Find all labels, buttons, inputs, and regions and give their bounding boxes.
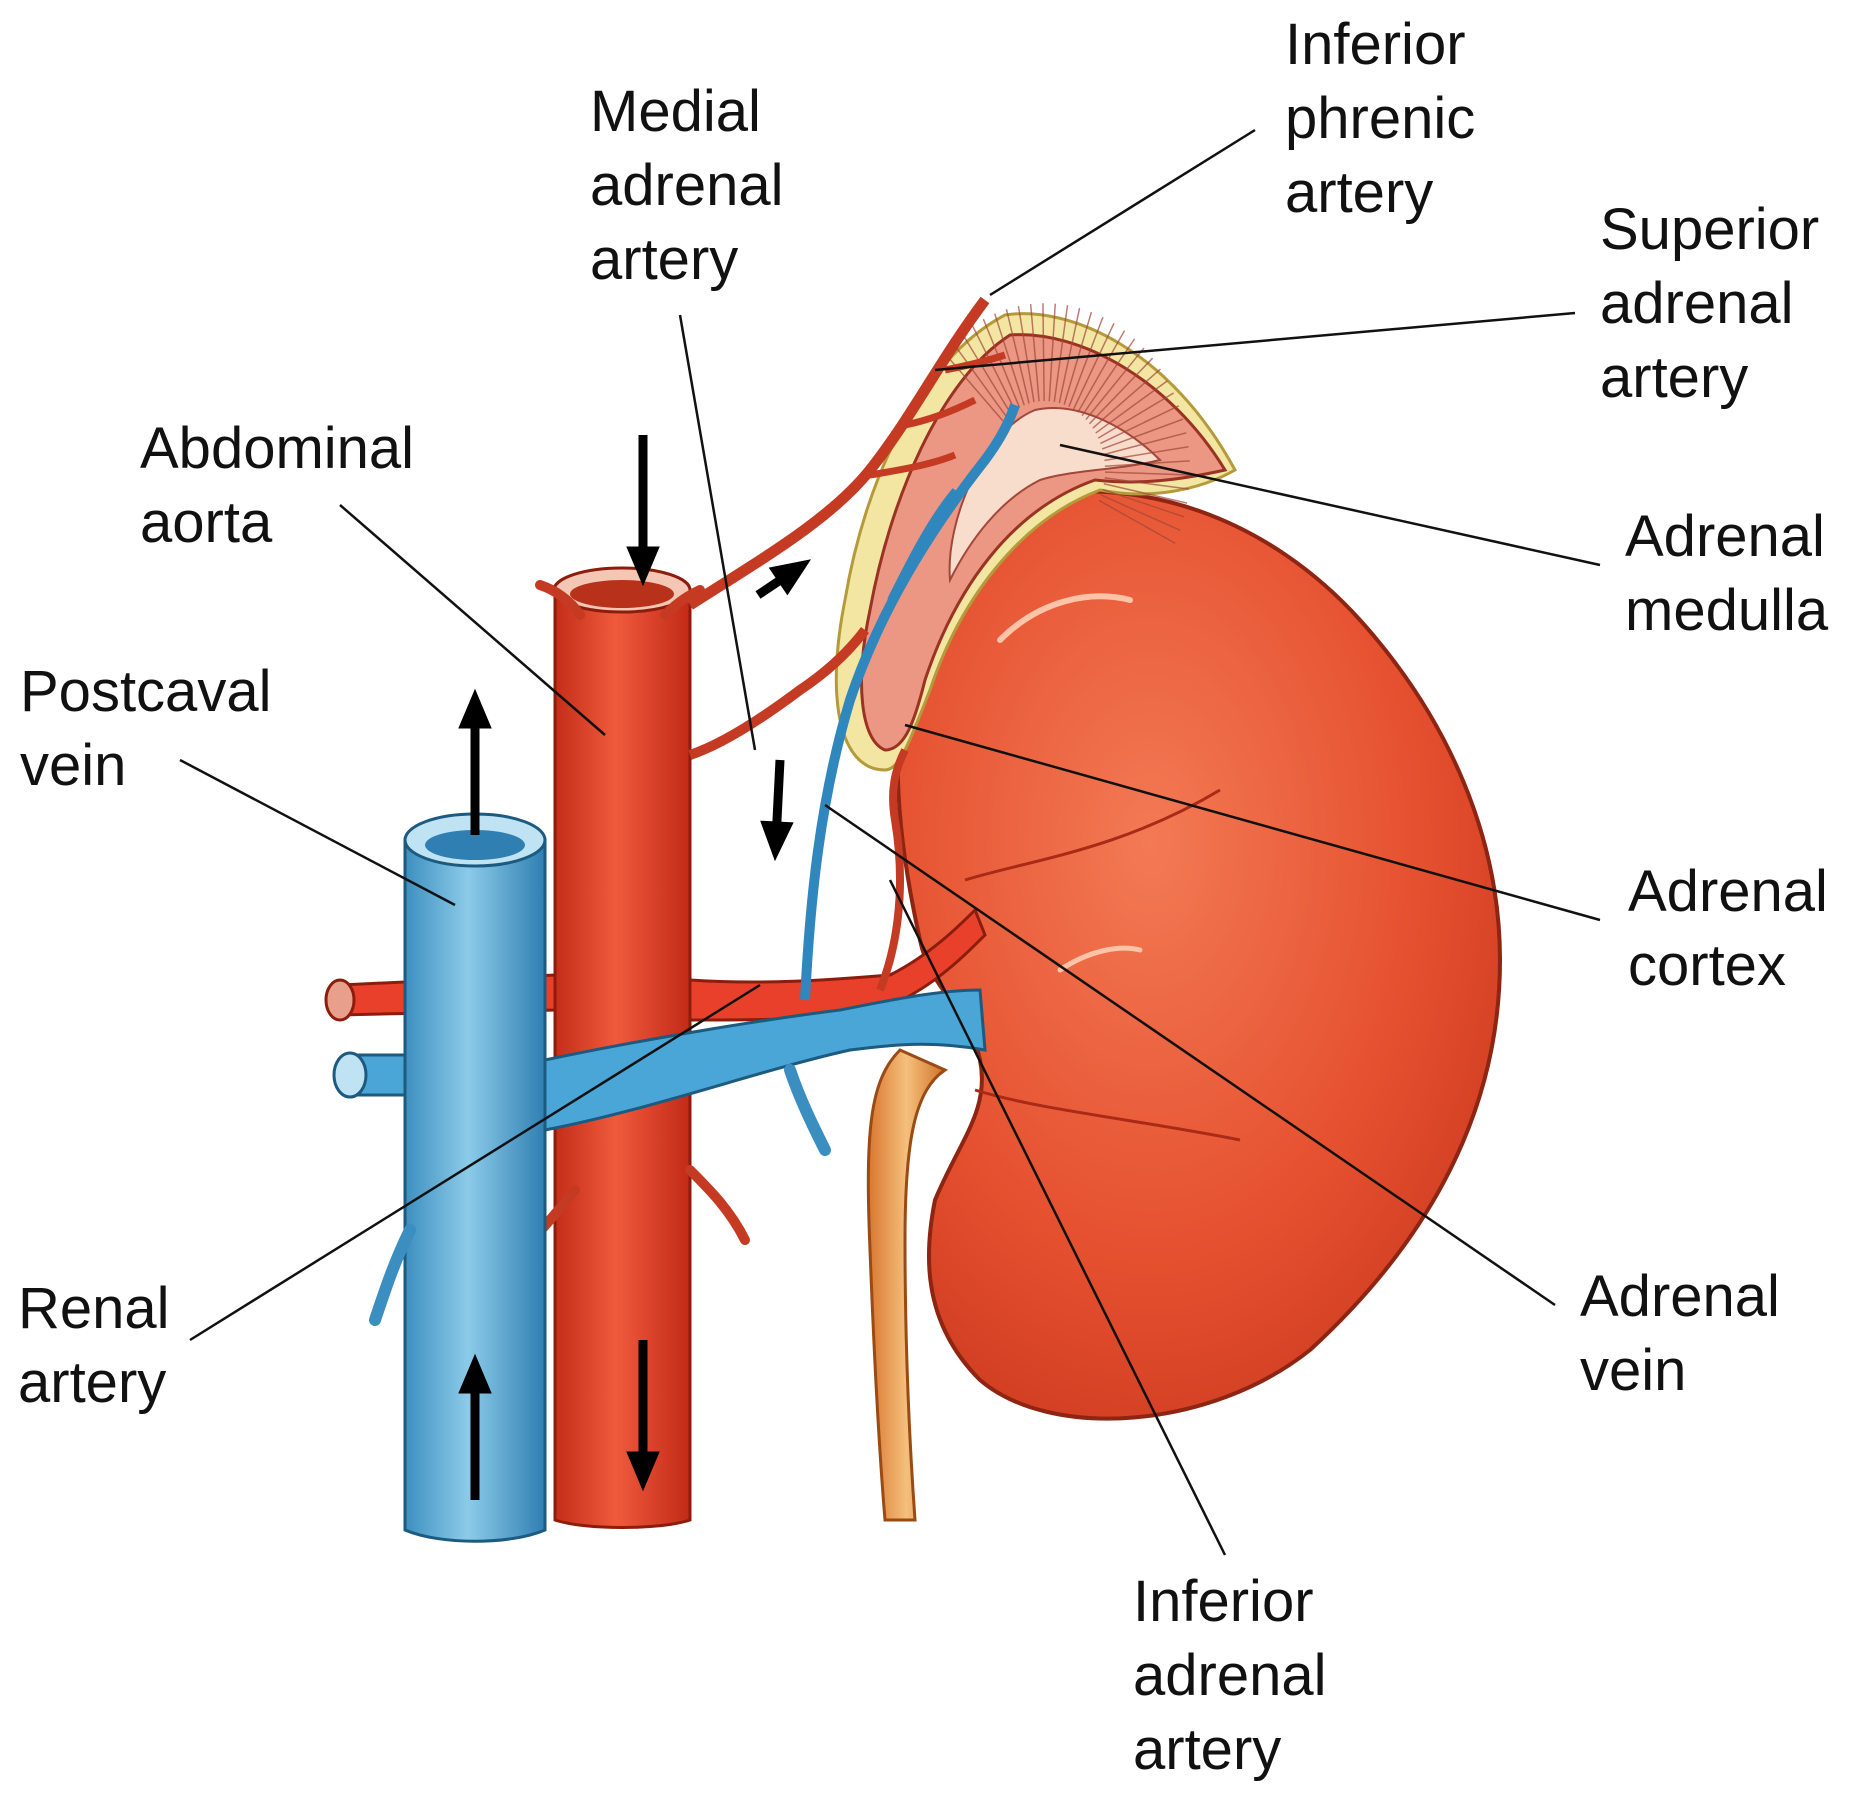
label-medial-adrenal-artery: Medial adrenal artery [590, 75, 783, 297]
label-postcaval-vein: Postcaval vein [20, 655, 271, 803]
aorta-twig [690, 1170, 745, 1240]
arrow-to-inferior-phrenic-shaft [758, 581, 778, 595]
arrow-down-adrenal-vein-shaft [777, 760, 780, 822]
label-adrenal-vein: Adrenal vein [1580, 1260, 1780, 1408]
left-renal-vein-opening [334, 1053, 366, 1097]
label-adrenal-cortex: Adrenal cortex [1628, 855, 1828, 1003]
arrow-down-adrenal-vein-head [761, 821, 793, 860]
label-inferior-phrenic-artery: Inferior phrenic artery [1285, 8, 1475, 230]
aorta-lumen [570, 580, 674, 608]
vein-twig [790, 1070, 825, 1150]
label-adrenal-medulla: Adrenal medulla [1625, 500, 1828, 648]
arrow-to-inferior-phrenic [758, 560, 810, 595]
leader-inferior-phrenic-artery [990, 130, 1255, 295]
arrow-up-postcaval-top-head [459, 690, 491, 728]
arrow-to-inferior-phrenic-head [770, 560, 810, 594]
label-abdominal-aorta: Abdominal aorta [140, 412, 414, 560]
arrow-into-aorta [627, 435, 659, 585]
label-superior-adrenal-artery: Superior adrenal artery [1600, 193, 1819, 415]
label-inferior-adrenal-artery: Inferior adrenal artery [1133, 1565, 1326, 1787]
label-renal-artery: Renal artery [18, 1272, 170, 1420]
arrow-down-adrenal-vein [761, 760, 793, 860]
kidney [898, 491, 1500, 1418]
left-renal-artery-opening [326, 980, 354, 1020]
